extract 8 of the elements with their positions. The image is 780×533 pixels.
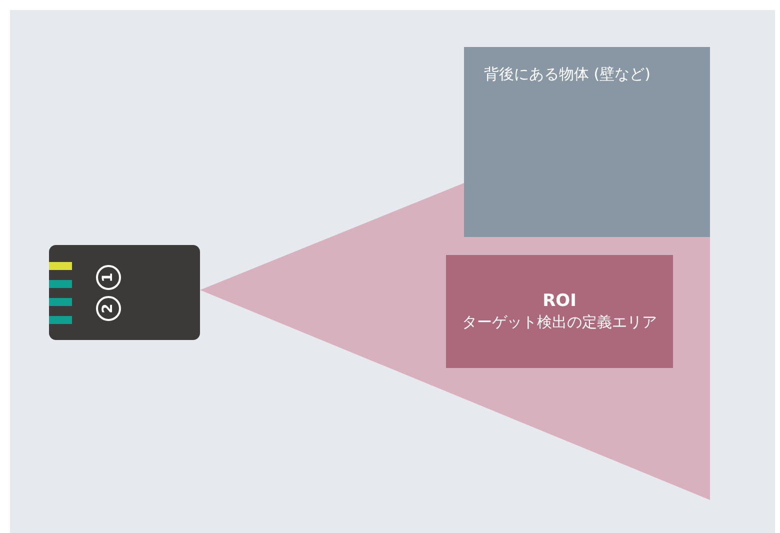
roi-title: ROI <box>542 291 576 311</box>
object-label: 背後にある物体 (壁など) <box>484 65 650 84</box>
circled-number: 1 <box>96 265 121 290</box>
background-object-box <box>464 47 710 237</box>
roi-description: ターゲット検出の定義エリア <box>462 313 657 332</box>
circled-number: 2 <box>96 296 121 321</box>
sensor-body <box>49 245 200 340</box>
roi-box <box>446 255 673 368</box>
